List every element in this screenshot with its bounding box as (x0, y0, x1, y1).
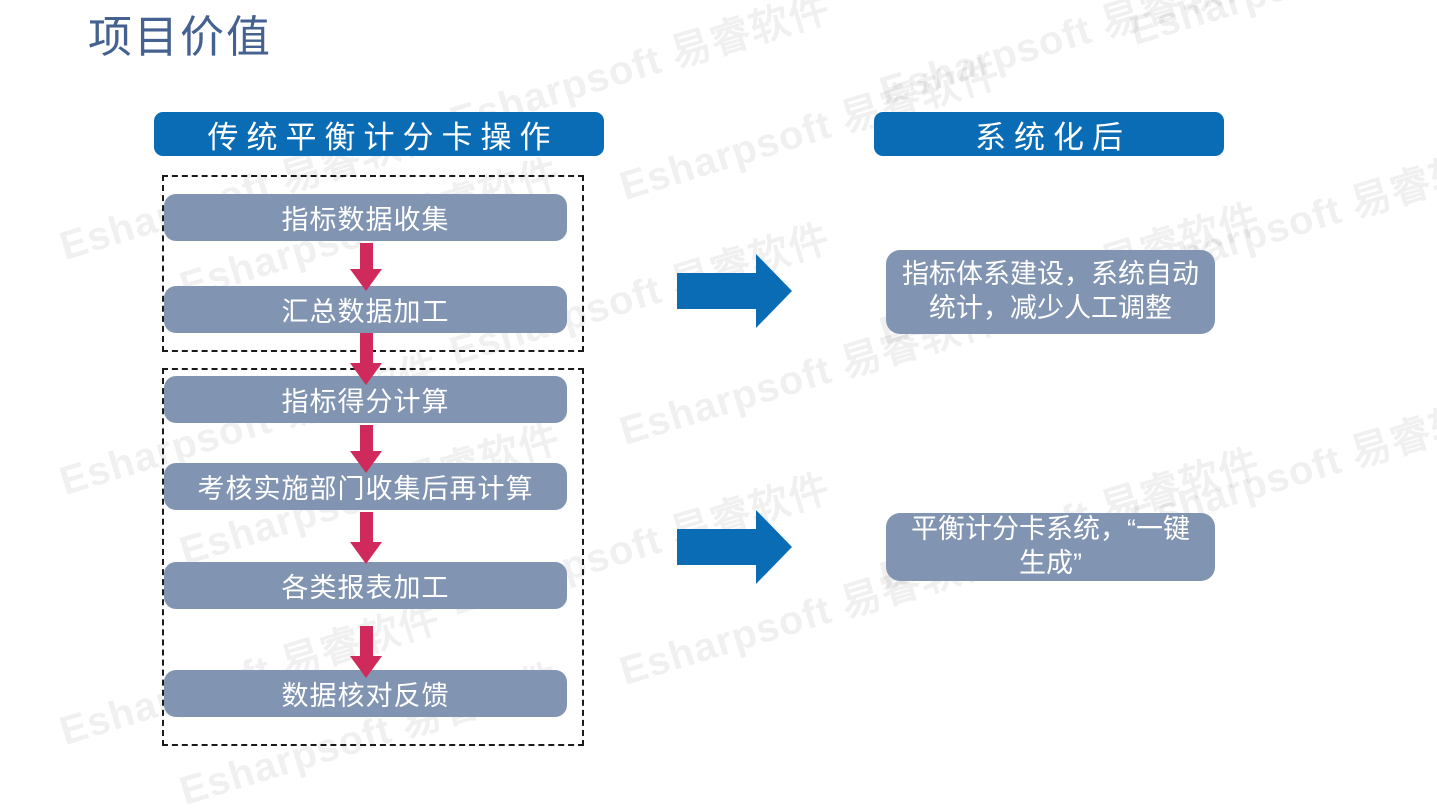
header-bar-systemized: 系统化后 (874, 112, 1224, 156)
arrow-down-icon (331, 512, 401, 564)
watermark-text: Esharpsoft 易睿软件 (874, 0, 1266, 114)
arrow-down-icon (331, 425, 401, 473)
header-bar-traditional: 传统平衡计分卡操作 (154, 112, 604, 156)
arrow-right-icon-top (677, 254, 792, 328)
arrow-down-icon (331, 243, 401, 291)
process-box-step-2: 汇总数据加工 (164, 286, 567, 333)
arrow-right-icon-bottom (677, 510, 792, 584)
result-box-indicator-system: 指标体系建设，系统自动统计，减少人工调整 (886, 250, 1215, 334)
process-box-step-5: 各类报表加工 (164, 562, 567, 609)
watermark-text: Esharpsoft 易睿软件 (1122, 0, 1437, 57)
arrow-down-icon (331, 626, 401, 678)
dashed-group-data-collection (162, 175, 584, 352)
page-title: 项目价值 (88, 13, 272, 62)
arrow-down-icon (331, 333, 401, 385)
process-box-step-1: 指标数据收集 (164, 194, 567, 241)
result-box-bsc-system: 平衡计分卡系统，“一键生成” (886, 513, 1215, 581)
